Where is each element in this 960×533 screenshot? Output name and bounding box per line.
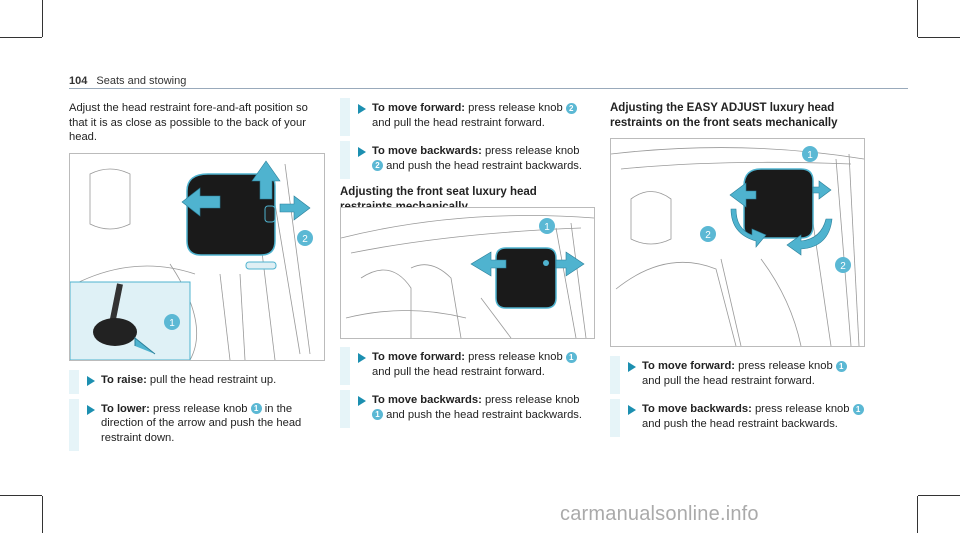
left-steps: To raise: pull the head restraint up. To… xyxy=(69,370,325,451)
section-heading: Adjusting the EASY ADJUST luxury head re… xyxy=(610,102,838,129)
step-move-forward: To move forward: press release knob 2 an… xyxy=(340,98,592,136)
right-steps: To move forward: press release knob 1 an… xyxy=(610,356,865,437)
knob-icon: 1 xyxy=(372,409,383,421)
middle-top-steps: To move forward: press release knob 2 an… xyxy=(340,98,592,214)
crop-mark xyxy=(917,0,918,37)
callout-1: 1 xyxy=(164,314,180,330)
bullet-arrow-icon xyxy=(87,376,95,386)
crop-mark xyxy=(0,37,42,38)
right-heading-block: Adjusting the EASY ADJUST luxury head re… xyxy=(610,101,865,130)
header-rule xyxy=(69,88,908,89)
crop-mark xyxy=(918,37,960,38)
svg-text:2: 2 xyxy=(705,230,711,241)
step-move-forward: To move forward: press release knob 1 an… xyxy=(340,347,592,385)
svg-text:1: 1 xyxy=(544,222,550,233)
knob-icon: 2 xyxy=(565,102,577,114)
bullet-arrow-icon xyxy=(628,362,636,372)
figure-head-restraint-standard: 1 2 xyxy=(69,153,325,361)
page-number: 104 xyxy=(69,75,88,87)
knob-icon: 2 xyxy=(372,160,383,172)
middle-bottom-steps: To move forward: press release knob 1 an… xyxy=(340,347,592,428)
bullet-arrow-icon xyxy=(358,104,366,114)
knob-icon: 1 xyxy=(250,403,262,415)
svg-text:2: 2 xyxy=(840,261,846,272)
crop-mark xyxy=(918,495,960,496)
crop-mark xyxy=(42,496,43,533)
page-header: 104 Seats and stowing xyxy=(69,75,186,87)
knob-icon: 1 xyxy=(852,403,864,415)
intro-text: Adjust the head restraint fore-and-aft p… xyxy=(69,102,308,143)
crop-mark xyxy=(0,495,42,496)
left-column: Adjust the head restraint fore-and-aft p… xyxy=(69,101,325,145)
section-title: Seats and stowing xyxy=(96,75,187,87)
svg-text:1: 1 xyxy=(169,318,175,329)
knob-icon: 1 xyxy=(835,360,847,372)
step-move-backwards: To move backwards: press release knob 1 … xyxy=(340,390,592,428)
step-move-backwards: To move backwards: press release knob 2 … xyxy=(340,141,592,179)
step-move-backwards: To move backwards: press release knob 1 … xyxy=(610,399,865,437)
bullet-arrow-icon xyxy=(358,147,366,157)
callout-2: 2 xyxy=(700,226,716,242)
figure-easy-adjust-head-restraint: 1 2 2 xyxy=(610,138,865,347)
svg-text:1: 1 xyxy=(807,150,813,161)
callout-2: 2 xyxy=(835,257,851,273)
knob-icon: 1 xyxy=(565,351,577,363)
step-move-forward: To move forward: press release knob 1 an… xyxy=(610,356,865,394)
figure-luxury-head-restraint: 1 xyxy=(340,207,595,339)
crop-mark xyxy=(917,496,918,533)
watermark: carmanualsonline.info xyxy=(560,503,759,525)
bullet-arrow-icon xyxy=(358,396,366,406)
svg-text:2: 2 xyxy=(302,234,308,245)
crop-mark xyxy=(42,0,43,37)
step-raise: To raise: pull the head restraint up. xyxy=(69,370,325,394)
bullet-arrow-icon xyxy=(358,353,366,363)
step-lower: To lower: press release knob 1 in the di… xyxy=(69,398,325,451)
callout-2: 2 xyxy=(297,230,313,246)
callout-1: 1 xyxy=(802,146,818,162)
callout-1: 1 xyxy=(539,218,555,234)
bullet-arrow-icon xyxy=(628,405,636,415)
bullet-arrow-icon xyxy=(87,404,95,415)
